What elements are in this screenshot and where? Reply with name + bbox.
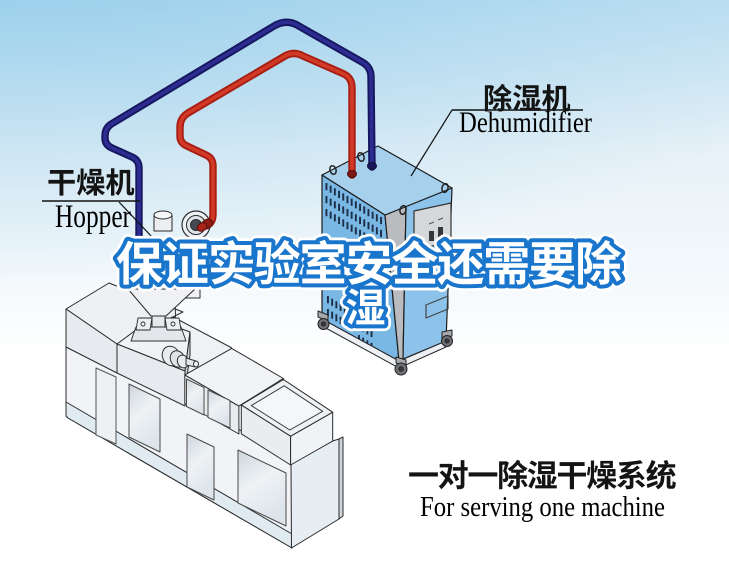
svg-text:Hopper: Hopper: [55, 199, 131, 235]
svg-text:Dehumidifier: Dehumidifier: [459, 106, 592, 139]
svg-text:For serving one machine: For serving one machine: [420, 492, 665, 523]
